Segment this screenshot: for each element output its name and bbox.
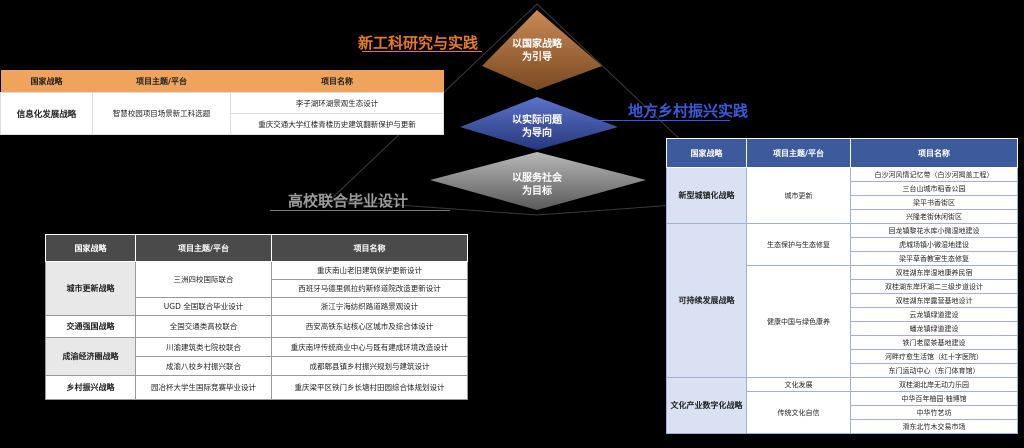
column-header: 项目主题/平台 [92, 70, 231, 93]
project-cell: 重庆南山老旧建筑保护更新设计 [271, 261, 468, 280]
heading-rural-underline [590, 120, 730, 121]
strategy-cell: 文化产业数字化战略 [666, 377, 747, 434]
project-cell: 重庆南坪传统商业中心与既有建成环境改造设计 [271, 337, 468, 357]
project-cell: 中华百年柚园·柚博馆 [850, 391, 1018, 406]
theme-cell: 传统文化自信 [746, 391, 851, 434]
project-cell: 滑东北竹木交易市场 [850, 419, 1018, 434]
theme-cell: 城市更新 [746, 167, 851, 224]
strategy-cell: 交通强国战略 [45, 315, 136, 338]
project-cell: 河畔疗愈生活馆（红十字医院） [850, 349, 1018, 364]
project-cell: 白沙河风情记忆带（白沙河揭盖工程） [850, 167, 1018, 182]
pyramid-bottom-layer [430, 152, 646, 210]
theme-cell: UGD 全国联合毕业设计 [135, 297, 272, 316]
project-cell: 双桂湖北岸无动力乐园 [850, 377, 1018, 392]
column-header: 项目名称 [230, 70, 444, 93]
project-cell: 双桂湖东岸环湖二三级步道设计 [850, 279, 1018, 294]
project-cell: 中华竹艺坊 [850, 405, 1018, 420]
project-cell: 西安高铁东站核心区城市及综合体设计 [271, 315, 468, 338]
theme-cell: 成渝八校乡村振兴联合 [135, 356, 272, 376]
strategy-cell: 城市更新战略 [45, 261, 136, 316]
project-cell: 回龙镇黎花水库小微湿地建设 [850, 223, 1018, 238]
theme-cell: 川渝建筑类七院校联合 [135, 337, 272, 357]
theme-cell: 文化发展 [746, 377, 851, 392]
university-graduation-table: 国家战略 项目主题/平台 项目名称 城市更新战略 三洲四校国际联合 重庆南山老旧… [45, 234, 468, 400]
pyramid-top-label: 以国家战略 为引导 [512, 39, 562, 63]
strategy-cell: 成渝经济圈战略 [45, 337, 136, 376]
column-header: 项目主题/平台 [135, 234, 272, 262]
theme-cell: 智慧校园项目场景新工科选题 [92, 92, 231, 135]
project-cell: 梁平草香教室生态修复 [850, 251, 1018, 266]
theme-cell: 健康中国与绿色康养 [746, 265, 851, 378]
new-engineering-table: 国家战略 项目主题/平台 项目名称 信息化发展战略 智慧校园项目场景新工科选题 … [0, 70, 444, 135]
project-cell: 蟠龙镇绿道建设 [850, 321, 1018, 336]
column-header: 国家战略 [45, 234, 136, 262]
column-header: 项目主题/平台 [746, 138, 851, 168]
column-header: 国家战略 [666, 138, 747, 168]
project-cell: 兴隆老街休闲街区 [850, 209, 1018, 224]
project-cell: 东门运动中心（东门体育馆） [850, 363, 1018, 378]
project-cell: 虎城场镇小微湿地建设 [850, 237, 1018, 252]
heading-university-graduation: 高校联合毕业设计 [288, 192, 409, 210]
project-cell: 李子湖环湖景观生态设计 [230, 92, 444, 114]
strategy-cell: 可持续发展战略 [666, 223, 747, 378]
pyramid-top-layer [482, 10, 602, 90]
project-cell: 云龙镇绿道建设 [850, 307, 1018, 322]
project-cell: 双桂湖东岸湿地康养民宿 [850, 265, 1018, 280]
strategy-cell: 信息化发展战略 [0, 92, 93, 135]
strategy-cell: 乡村振兴战略 [45, 375, 136, 400]
project-cell: 三台山城市稻香公园 [850, 181, 1018, 196]
heading-rural-revitalization: 地方乡村振兴实践 [628, 102, 749, 120]
pyramid-bottom-label: 以服务社会 为目标 [512, 173, 562, 197]
pyramid-middle-label: 以实际问题 为导向 [512, 115, 562, 139]
project-cell: 成都郫县镇乡村振兴规划与建筑设计 [271, 356, 468, 376]
project-cell: 铁门老屋茶基地建设 [850, 335, 1018, 350]
theme-cell: 生态保护与生态修复 [746, 223, 851, 266]
column-header: 国家战略 [0, 70, 93, 93]
project-cell: 双桂湖东岸露营基地设计 [850, 293, 1018, 308]
strategy-cell: 新型城镇化战略 [666, 167, 747, 224]
project-cell: 西班牙马德里佩拉约斯修道院改造更新设计 [271, 279, 468, 298]
project-cell: 重庆交通大学红楼青楼历史建筑翻新保护与更新 [230, 113, 444, 135]
pyramid-middle-layer [460, 97, 618, 150]
heading-new-engineering-underline [362, 51, 482, 52]
column-header: 项目名称 [271, 234, 468, 262]
theme-cell: 三洲四校国际联合 [135, 261, 272, 298]
theme-cell: 全国交通类高校联合 [135, 315, 272, 338]
column-header: 项目名称 [850, 138, 1018, 168]
theme-cell: 园冶杯大学生国际竞赛毕业设计 [135, 375, 272, 400]
project-cell: 梁平书香街区 [850, 195, 1018, 210]
rural-revitalization-table: 国家战略 项目主题/平台 项目名称 新型城镇化战略 城市更新 白沙河风情记忆带（… [666, 138, 1018, 434]
project-cell: 重庆梁平区铁门乡长塘村田园综合体规划设计 [271, 375, 468, 400]
pyramid-outline [328, 3, 746, 216]
project-cell: 浙江宁海纺织路道路景观设计 [271, 297, 468, 316]
heading-new-engineering: 新工科研究与实践 [358, 34, 479, 52]
heading-graduation-underline [270, 210, 450, 211]
